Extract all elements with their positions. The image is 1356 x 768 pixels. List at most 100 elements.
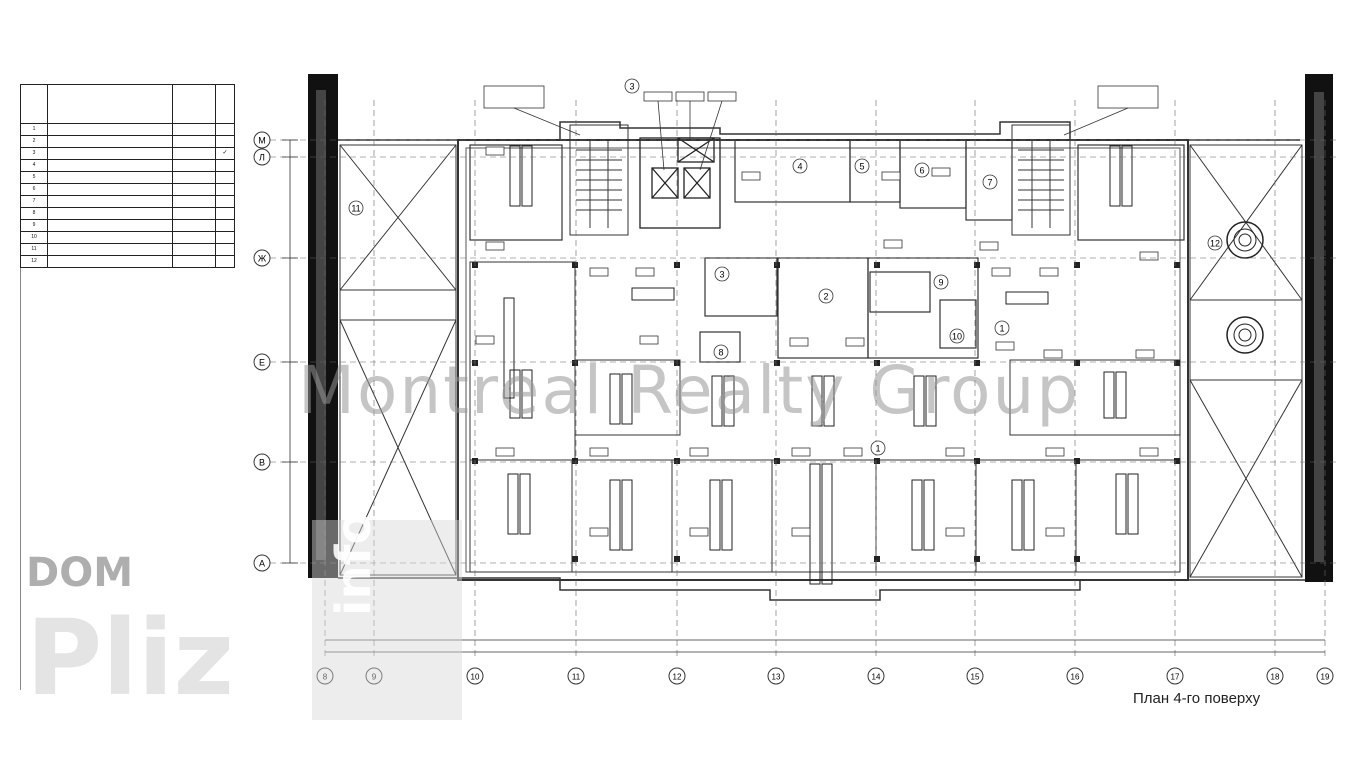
west-facade-inner xyxy=(316,90,326,560)
column-axis-marker: 16 xyxy=(1066,667,1084,685)
row-axis-marker: Ж xyxy=(253,249,271,267)
row-axis-marker: М xyxy=(253,131,271,149)
watermark-dom-text: DOM xyxy=(26,550,134,596)
room-number-label: 3 xyxy=(719,270,724,280)
column-axis-circle xyxy=(767,667,785,685)
watermark-info-text: info xyxy=(326,511,382,616)
building-outline xyxy=(338,121,1300,141)
row-axis-label: В xyxy=(259,458,265,468)
room-number-circle xyxy=(714,266,730,282)
column-axis-circle xyxy=(1166,667,1184,685)
row-axis-label: М xyxy=(258,136,266,146)
row-axis-label: Ж xyxy=(258,254,267,264)
column-axis-marker: 12 xyxy=(668,667,686,685)
room-number-circle xyxy=(994,320,1010,336)
south-offices xyxy=(469,459,1181,573)
room-number-circle xyxy=(914,162,930,178)
row-axis-label: А xyxy=(259,559,265,569)
row-axis-circle xyxy=(253,353,271,371)
row-axis-label: Л xyxy=(259,153,265,163)
legend-header-area xyxy=(172,84,216,124)
room-number-circle xyxy=(818,288,834,304)
row-axis-circle xyxy=(253,148,271,166)
legend-header-row xyxy=(20,84,235,124)
room-number-label: 11 xyxy=(351,204,360,214)
room-number-marker: 11 xyxy=(348,200,364,216)
room-number-circle xyxy=(348,200,364,216)
room-number-marker: 1 xyxy=(994,320,1010,336)
vent-unit-top xyxy=(1226,221,1264,259)
column-axis-label: 19 xyxy=(1321,673,1330,682)
room-number-marker: 7 xyxy=(982,174,998,190)
column-axis-circle xyxy=(668,667,686,685)
room-number-label: 2 xyxy=(823,292,828,302)
column-axis-circle xyxy=(567,667,585,685)
column-axis-circle xyxy=(1266,667,1284,685)
row-axis-circle xyxy=(253,554,271,572)
room-number-label: 5 xyxy=(859,162,864,172)
room-number-label: 4 xyxy=(797,162,802,172)
room-number-circle xyxy=(949,328,965,344)
row-axis-label: Е xyxy=(259,358,265,368)
domplizinfo-watermark: DOM Pliz info xyxy=(26,512,466,740)
column-axis-label: 13 xyxy=(772,673,781,682)
row-axis-circle xyxy=(253,249,271,267)
room-number-circle xyxy=(1207,235,1223,251)
note-leaders xyxy=(483,85,1159,171)
column-axis-marker: 10 xyxy=(466,667,484,685)
room-number-label: 12 xyxy=(1210,239,1220,249)
column-axis-marker: 18 xyxy=(1266,667,1284,685)
legend-leader-line xyxy=(20,170,21,690)
room-number-label: 3 xyxy=(629,82,634,92)
room-number-marker: 4 xyxy=(792,158,808,174)
row-axis-marker: В xyxy=(253,453,271,471)
watermark-pliz-text: Pliz xyxy=(26,597,235,719)
room-number-label: 10 xyxy=(952,332,962,342)
column-axis-label: 18 xyxy=(1271,673,1280,682)
dimension-lines xyxy=(282,139,1325,653)
central-core xyxy=(699,257,979,363)
east-stairwell xyxy=(1011,124,1071,236)
desk-clusters xyxy=(503,145,1139,585)
column-axis-label: 12 xyxy=(673,673,682,682)
column-axis-marker: 11 xyxy=(567,667,585,685)
west-atrium xyxy=(339,144,457,576)
row-axis-circle xyxy=(253,453,271,471)
column-axis-label: 8 xyxy=(323,673,328,682)
column-axis-label: 10 xyxy=(471,673,480,682)
column-axis-circle xyxy=(867,667,885,685)
column-axis-label: 9 xyxy=(372,673,377,682)
west-stairwell xyxy=(569,124,629,236)
room-number-marker: 12 xyxy=(1207,235,1223,251)
room-number-circle xyxy=(792,158,808,174)
column-axis-label: 16 xyxy=(1071,673,1080,682)
column-axis-marker: 19 xyxy=(1316,667,1334,685)
column-axis-circle xyxy=(365,667,383,685)
room-number-marker: 5 xyxy=(854,158,870,174)
legend-row: 8 xyxy=(20,207,235,220)
east-facade-inner xyxy=(1314,92,1324,562)
room-number-label: 7 xyxy=(987,178,992,188)
room-number-marker: 1 xyxy=(870,440,886,456)
room-number-circle xyxy=(982,174,998,190)
room-number-marker: 9 xyxy=(933,274,949,290)
column-axis-marker: 9 xyxy=(365,667,383,685)
row-axis-circle xyxy=(253,131,271,149)
light-fixtures xyxy=(475,146,1159,537)
room-number-label: 6 xyxy=(919,166,924,176)
row-axis-marker: Л xyxy=(253,148,271,166)
column-axis-marker: 15 xyxy=(966,667,984,685)
legend-cell-mark xyxy=(215,255,235,268)
row-axis-markers: МЛ Ж Е В А xyxy=(253,131,271,572)
room-number-circle xyxy=(870,440,886,456)
column-axis-marker: 13 xyxy=(767,667,785,685)
room-number-circle xyxy=(624,78,640,94)
room-number-marker: 2 xyxy=(818,288,834,304)
column-axis-circle xyxy=(316,667,334,685)
